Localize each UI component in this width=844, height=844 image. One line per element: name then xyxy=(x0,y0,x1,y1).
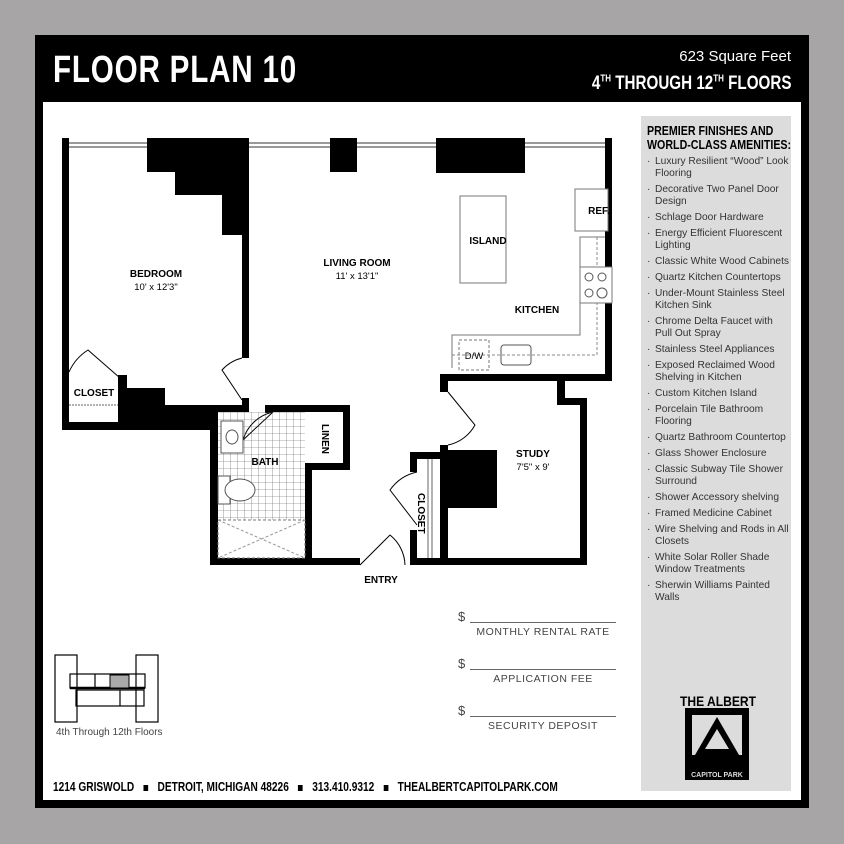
label-bedroom: BEDROOM xyxy=(130,269,182,280)
label-entry: ENTRY xyxy=(364,575,398,586)
application-fee-field: $APPLICATION FEE xyxy=(458,655,618,685)
content-area: BEDROOM 10' x 12'3" LIVING ROOM 11' x 13… xyxy=(43,102,801,800)
amenity-item: Glass Shower Enclosure xyxy=(647,448,791,460)
footer-city: DETROIT, MICHIGAN 48226 xyxy=(157,779,289,794)
label-bedroom-dim: 10' x 12'3" xyxy=(134,282,177,293)
label-living-dim: 11' x 13'1" xyxy=(336,271,379,282)
amenity-item: Stainless Steel Appliances xyxy=(647,344,791,356)
amenity-item: Decorative Two Panel Door Design xyxy=(647,184,791,208)
square-feet: 623 Square Feet xyxy=(679,48,791,65)
footer-website[interactable]: THEALBERTCAPITOLPARK.COM xyxy=(397,779,558,794)
amenity-item: Custom Kitchen Island xyxy=(647,388,791,400)
label-study-dim: 7'5" x 9' xyxy=(517,462,550,473)
label-living: LIVING ROOM xyxy=(323,258,390,269)
footer-contact: 1214 GRISWOLD DETROIT, MICHIGAN 48226 313.… xyxy=(53,779,558,794)
amenity-item: White Solar Roller Shade Window Treatmen… xyxy=(647,552,791,576)
amenity-item: Luxury Resilient “Wood” Look Flooring xyxy=(647,156,791,180)
amenity-item: Schlage Door Hardware xyxy=(647,212,791,224)
amenity-item: Framed Medicine Cabinet xyxy=(647,508,791,520)
page-title: FLOOR PLAN 10 xyxy=(53,49,297,91)
monthly-rent-field: $MONTHLY RENTAL RATE xyxy=(458,608,618,638)
label-linen: LINEN xyxy=(319,424,330,454)
amenity-item: Sherwin Williams Painted Walls xyxy=(647,580,791,604)
label-island: ISLAND xyxy=(469,236,506,247)
footer-address: 1214 GRISWOLD xyxy=(53,779,135,794)
key-plan-highlight xyxy=(109,674,130,689)
label-ref: REF. xyxy=(588,206,610,217)
amenity-item: Energy Efficient Fluorescent Lighting xyxy=(647,228,791,252)
the-albert-logo: THE ALBERT CAPITOL PARK xyxy=(679,693,757,788)
amenity-item: Exposed Reclaimed Wood Shelving in Kitch… xyxy=(647,360,791,384)
label-dw: D/W xyxy=(465,351,484,362)
label-closet-bedroom: CLOSET xyxy=(74,388,115,399)
stove xyxy=(579,266,613,304)
label-kitchen: KITCHEN xyxy=(515,305,559,316)
refrigerator xyxy=(574,188,609,232)
floor-plan-sheet: FLOOR PLAN 10 623 Square Feet 4TH THROUG… xyxy=(35,35,809,808)
amenity-item: Shower Accessory shelving xyxy=(647,492,791,504)
label-closet-entry: CLOSET xyxy=(415,493,426,534)
svg-text:THE ALBERT: THE ALBERT xyxy=(680,693,756,709)
floor-plan-drawing: BEDROOM 10' x 12'3" LIVING ROOM 11' x 13… xyxy=(54,138,613,723)
amenity-item: Classic Subway Tile Shower Surround xyxy=(647,464,791,488)
amenity-item: Porcelain Tile Bathroom Flooring xyxy=(647,404,791,428)
amenity-item: Quartz Bathroom Countertop xyxy=(647,432,791,444)
amenity-item: Chrome Delta Faucet with Pull Out Spray xyxy=(647,316,791,340)
amenities-list: Luxury Resilient “Wood” Look FlooringDec… xyxy=(641,156,791,604)
security-deposit-field: $SECURITY DEPOSIT xyxy=(458,702,618,732)
amenity-item: Quartz Kitchen Countertops xyxy=(647,272,791,284)
island-outline xyxy=(459,195,507,284)
walls xyxy=(62,138,612,565)
key-plan-caption: 4th Through 12th Floors xyxy=(56,727,163,738)
svg-text:CAPITOL PARK: CAPITOL PARK xyxy=(691,772,743,779)
label-bath: BATH xyxy=(251,457,278,468)
footer-phone[interactable]: 313.410.9312 xyxy=(312,779,375,794)
floors-range: 4TH THROUGH 12TH FLOORS xyxy=(591,73,791,94)
label-study: STUDY xyxy=(516,449,550,460)
amenity-item: Classic White Wood Cabinets xyxy=(647,256,791,268)
amenity-item: Under-Mount Stainless Steel Kitchen Sink xyxy=(647,288,791,312)
amenity-item: Wire Shelving and Rods in All Closets xyxy=(647,524,791,548)
key-plan xyxy=(54,654,159,723)
